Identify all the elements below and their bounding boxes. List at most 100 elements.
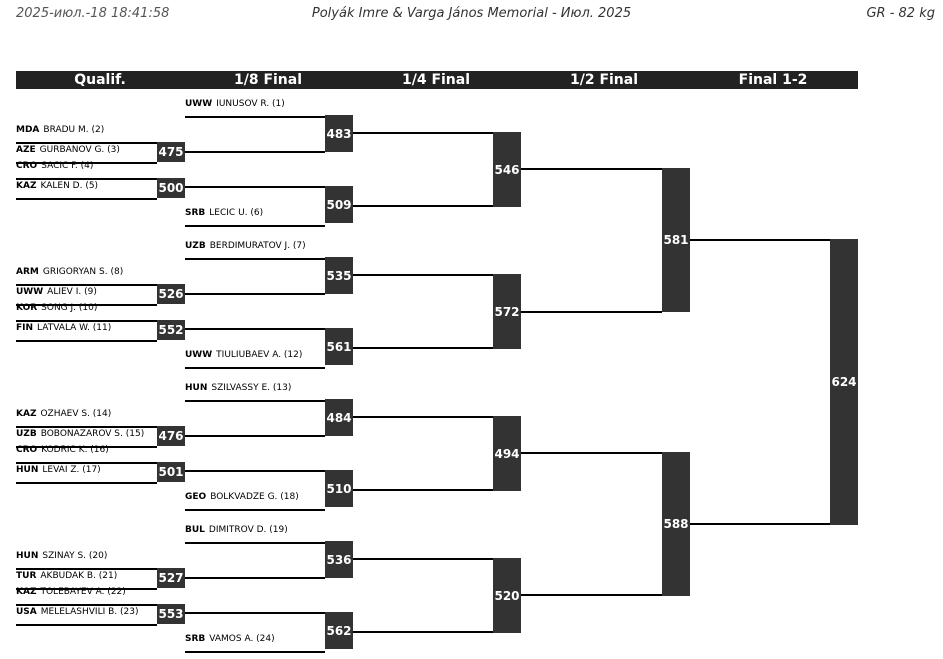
bout-number: 476 xyxy=(157,426,185,446)
athlete-name: OZHAEV S. (14) xyxy=(40,409,112,419)
athlete-name: GRIGORYAN S. (8) xyxy=(42,267,124,277)
athlete-name: KODRIC K. (16) xyxy=(41,445,109,455)
athlete-nation: CRO xyxy=(16,161,38,171)
bout-number: 527 xyxy=(157,568,185,588)
athlete-name: LEVAI Z. (17) xyxy=(42,465,101,475)
athlete-nation: USA xyxy=(16,607,37,617)
bracket-line xyxy=(690,523,830,525)
athlete-nation: HUN xyxy=(16,551,39,561)
bracket-line xyxy=(185,612,325,614)
athlete-nation: HUN xyxy=(185,383,208,393)
athlete-name: KALEN D. (5) xyxy=(40,181,99,191)
round-label-qualif: Qualif. xyxy=(74,72,126,88)
athlete-name: SZILVASSY E. (13) xyxy=(211,383,292,393)
bout-number: 561 xyxy=(325,328,353,365)
bout-number: 501 xyxy=(157,462,185,482)
athlete-nation: KAZ xyxy=(16,181,37,191)
bracket-line xyxy=(185,435,325,437)
bracket-line xyxy=(521,311,662,313)
bout-number: 483 xyxy=(325,115,353,152)
athlete-name: GURBANOV G. (3) xyxy=(39,145,120,155)
athlete-nation: UWW xyxy=(185,350,213,360)
athlete-nation: MDA xyxy=(16,125,40,135)
bracket-line xyxy=(353,489,493,491)
bracket-line xyxy=(690,239,830,241)
bout-number: 526 xyxy=(157,284,185,304)
bout-number: 509 xyxy=(325,186,353,223)
bracket-line xyxy=(521,168,662,170)
bracket-line xyxy=(185,151,325,153)
bout-number: 510 xyxy=(325,470,353,507)
bout-number: 562 xyxy=(325,612,353,649)
athlete-nation: UZB xyxy=(16,429,37,439)
bout-number: 553 xyxy=(157,604,185,624)
athlete-name: TIULIUBAEV A. (12) xyxy=(216,350,303,360)
bout-number: 494 xyxy=(493,416,521,491)
weight-category: GR - 82 kg xyxy=(866,6,935,21)
round-label-final: Final 1-2 xyxy=(738,72,808,88)
athlete-nation: BUL xyxy=(185,525,205,535)
athlete-name: AKBUDAK B. (21) xyxy=(40,571,118,581)
athlete-nation: AZE xyxy=(16,145,36,155)
event-title: Polyák Imre & Varga János Memorial - Июл… xyxy=(311,6,632,21)
athlete-nation: SRB xyxy=(185,634,206,644)
athlete-nation: UWW xyxy=(16,287,44,297)
athlete-name: LECIC U. (6) xyxy=(209,208,264,218)
athlete-name: SACIC F. (4) xyxy=(41,161,94,171)
bout-number: 484 xyxy=(325,399,353,436)
athlete-nation: KAZ xyxy=(16,587,37,597)
athlete-nation: UZB xyxy=(185,241,206,251)
athlete-nation: FIN xyxy=(16,323,34,333)
athlete-name: VAMOS A. (24) xyxy=(209,634,275,644)
bracket-line xyxy=(185,186,325,188)
bout-number: 572 xyxy=(493,274,521,349)
bout-number: 581 xyxy=(662,168,690,312)
bout-number: 520 xyxy=(493,558,521,633)
athlete-name: ALIEV I. (9) xyxy=(47,287,97,297)
round-label-quarter-final: 1/4 Final xyxy=(401,72,471,88)
bracket-line xyxy=(185,328,325,330)
athlete-nation: TUR xyxy=(16,571,37,581)
bout-number: 535 xyxy=(325,257,353,294)
bout-number: 552 xyxy=(157,320,185,340)
athlete-name: TOLEBAYEV A. (22) xyxy=(40,587,126,597)
bracket-line xyxy=(353,205,493,207)
bracket-line xyxy=(185,293,325,295)
bracket-line xyxy=(353,274,493,276)
athlete-name: BRADU M. (2) xyxy=(43,125,105,135)
bout-number: 588 xyxy=(662,452,690,596)
bout-number: 536 xyxy=(325,541,353,578)
athlete-nation: KOR xyxy=(16,303,38,313)
athlete-nation: UWW xyxy=(185,99,213,109)
athlete-name: MELELASHVILI B. (23) xyxy=(40,607,139,617)
rounds-header-bar: Qualif. 1/8 Final 1/4 Final 1/2 Final Fi… xyxy=(16,71,858,89)
athlete-nation: KAZ xyxy=(16,409,37,419)
athlete-nation: GEO xyxy=(185,492,207,502)
bracket-line xyxy=(521,594,662,596)
round-label-semi-final: 1/2 Final xyxy=(569,72,639,88)
bout-number: 500 xyxy=(157,178,185,198)
bracket-line xyxy=(353,416,493,418)
bracket-line xyxy=(521,452,662,454)
athlete-name: LATVALA W. (11) xyxy=(37,323,112,333)
